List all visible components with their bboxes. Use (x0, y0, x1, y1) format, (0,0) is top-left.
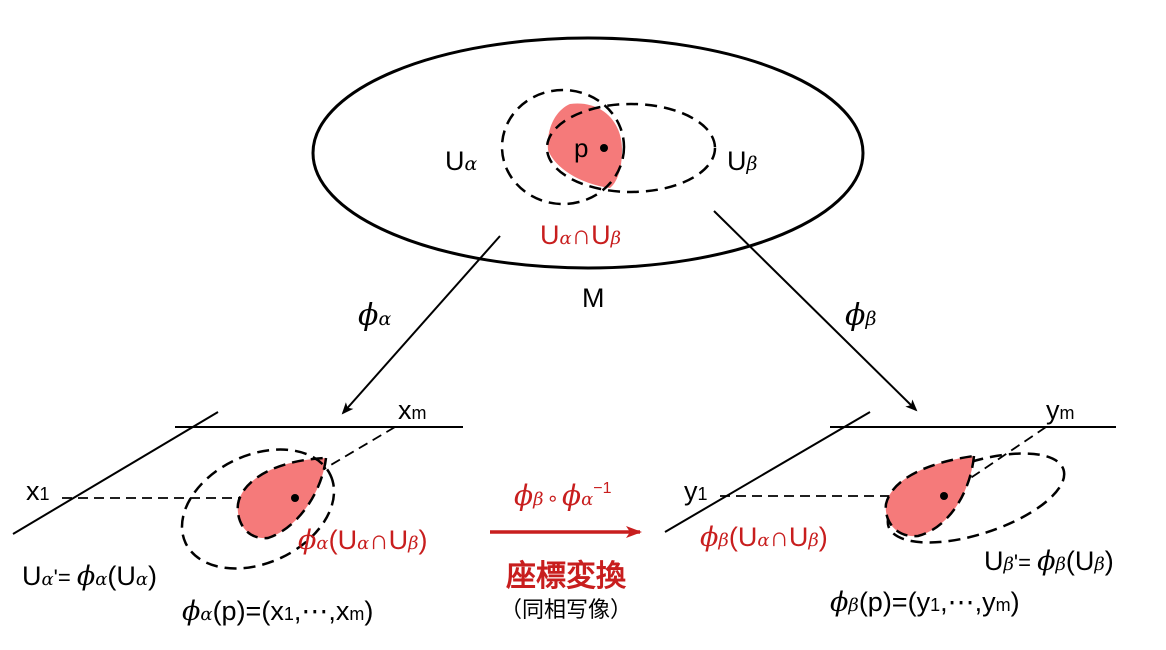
phi-alpha-arrow (341, 235, 501, 415)
left-domain-label: Uα'= ϕα(Uα) (22, 561, 157, 592)
left-point-dot (291, 494, 299, 502)
right-coords-label: ϕβ(p)=(y1,⋯,ym) (830, 587, 1020, 618)
intersection-label: Uα∩Uβ (540, 220, 621, 250)
right-axis-ym-label: ym (1046, 395, 1075, 425)
left-u-alpha-prime-ellipse (180, 448, 336, 570)
phi-alpha-label: ϕα (358, 298, 391, 333)
left-axis-x1-label: x1 (26, 476, 50, 506)
right-point-dot (940, 492, 948, 500)
manifold-ellipse (311, 36, 865, 270)
u-beta-ellipse (545, 102, 717, 194)
phi-beta-label: ϕβ (845, 298, 876, 333)
right-image-region (884, 454, 976, 538)
point-p-label: p (574, 133, 588, 163)
manifold-label: M (582, 283, 605, 313)
u-beta-label: Uβ (727, 146, 758, 176)
left-coords-label: ϕα(p)=(x1,⋯,xm) (182, 596, 373, 627)
point-p-dot (600, 144, 608, 152)
u-alpha-ellipse (500, 88, 626, 206)
phi-beta-arrow (713, 210, 918, 412)
right-domain-label: Uβ'= ϕβ(Uβ) (984, 546, 1114, 577)
right-axis-y1-label: y1 (684, 476, 708, 506)
u-alpha-label: Uα (445, 146, 478, 176)
left-image-region (236, 456, 328, 540)
right-image-label: ϕβ(Uα∩Uβ) (700, 522, 828, 553)
right-y1-axis (664, 411, 871, 533)
left-x1-axis (12, 411, 219, 535)
left-image-label: ϕα(Uα∩Uβ) (298, 525, 428, 556)
transition-subtitle: （同相写像） (500, 597, 632, 622)
intersection-region (547, 103, 622, 188)
transition-map-label: ϕβ∘ϕα−1 (514, 479, 612, 512)
left-axis-xm-label: xm (398, 395, 427, 425)
transition-title: 座標変換 (506, 559, 627, 593)
